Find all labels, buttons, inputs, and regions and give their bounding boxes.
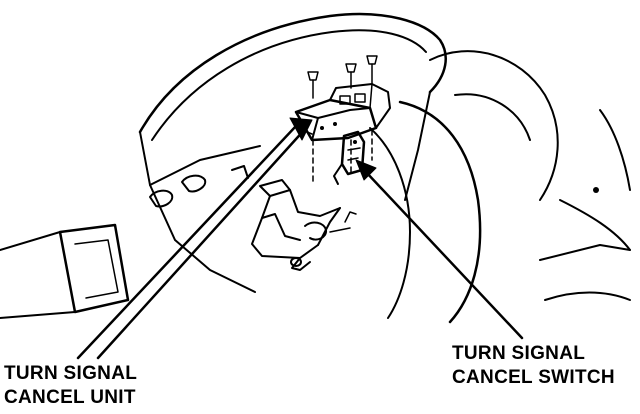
cancel-unit-module <box>294 83 391 142</box>
cancel-switch-label-line1: TURN SIGNAL <box>452 343 586 364</box>
cancel-switch-label: TURN SIGNAL CANCEL SWITCH <box>452 342 615 390</box>
screws <box>307 55 378 186</box>
mounting-bracket <box>251 179 357 271</box>
steering-column <box>369 50 631 324</box>
cancel-unit-label-line1: TURN SIGNAL <box>4 363 138 384</box>
cancel-unit-label: TURN SIGNAL CANCEL UNIT <box>4 362 137 410</box>
cancel-switch-label-line2: CANCEL SWITCH <box>452 367 615 388</box>
leader-lines <box>76 117 524 360</box>
dashboard <box>0 12 447 319</box>
cancel-unit-label-line2: CANCEL UNIT <box>4 387 136 408</box>
cancel-switch <box>333 130 366 185</box>
